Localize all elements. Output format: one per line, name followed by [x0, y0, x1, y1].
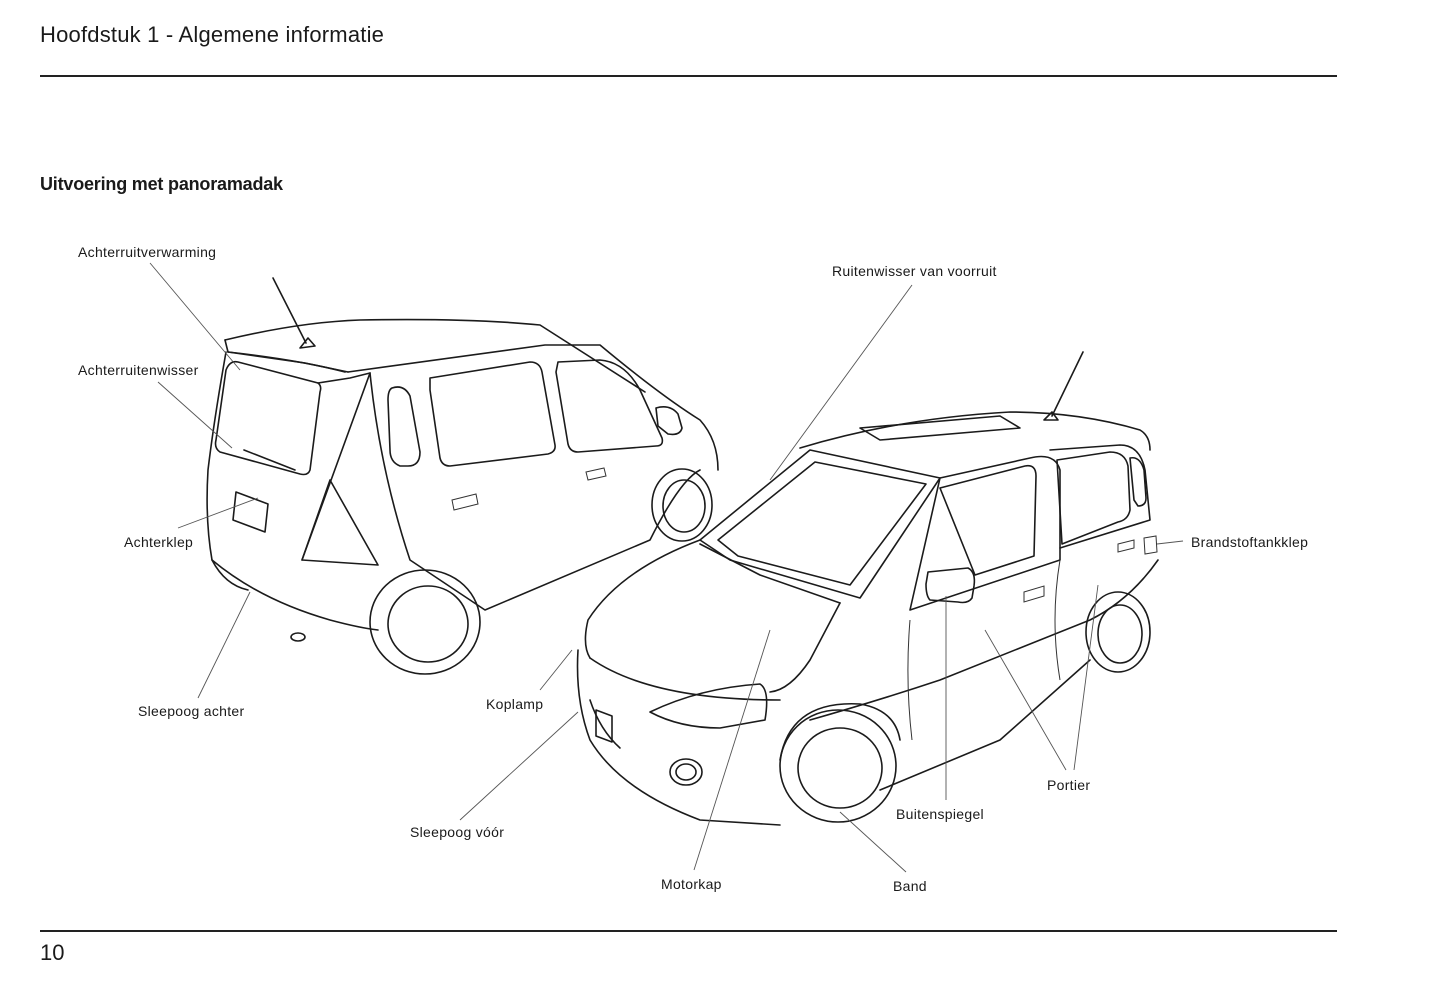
label-koplamp: Koplamp	[486, 696, 544, 712]
rear-view-car-drawing	[206, 277, 719, 675]
label-achterruitenwisser: Achterruitenwisser	[78, 362, 199, 378]
footer-divider	[40, 930, 1337, 932]
front-view-car-drawing	[576, 351, 1159, 826]
leader-lines	[149, 262, 1184, 873]
label-buitenspiegel: Buitenspiegel	[896, 806, 984, 822]
header-divider	[40, 75, 1337, 77]
page-number: 10	[40, 940, 65, 965]
label-achterklep: Achterklep	[124, 534, 194, 550]
label-portier: Portier	[1047, 777, 1091, 793]
label-band: Band	[893, 878, 927, 894]
label-ruitenwisser-voorruit: Ruitenwisser van voorruit	[832, 263, 997, 279]
label-sleepoog-achter: Sleepoog achter	[138, 703, 245, 719]
chapter-title: Hoofdstuk 1 - Algemene informatie	[40, 22, 385, 47]
label-motorkap: Motorkap	[661, 876, 722, 892]
label-achterruitverwarming: Achterruitverwarming	[78, 244, 217, 260]
label-brandstoftankklep: Brandstoftankklep	[1191, 534, 1309, 550]
label-sleepoog-voor: Sleepoog vóór	[410, 824, 505, 840]
section-title: Uitvoering met panoramadak	[40, 174, 283, 194]
